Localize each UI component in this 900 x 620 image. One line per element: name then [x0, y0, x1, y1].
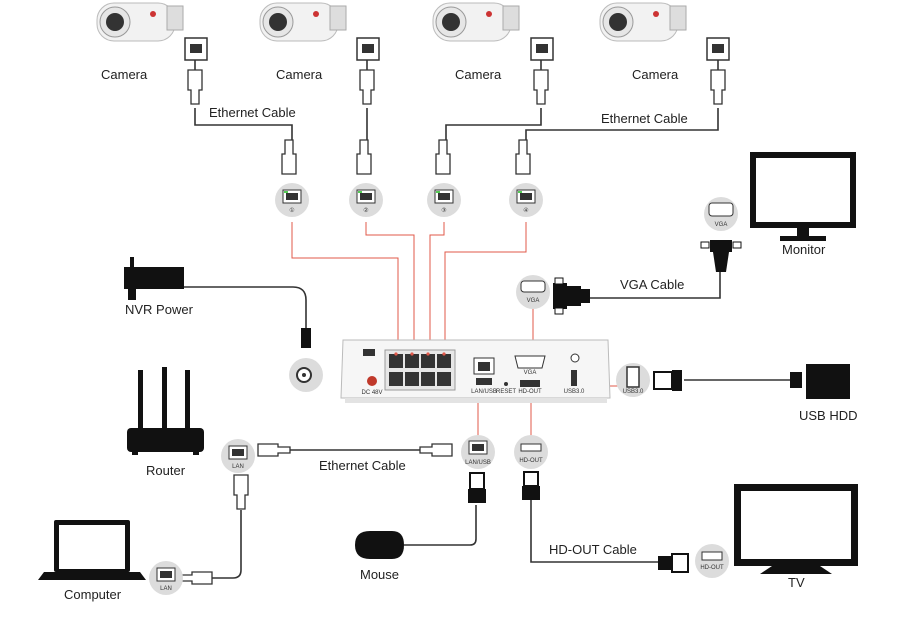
- rj45-plug-icon: [179, 443, 453, 585]
- vga-port-badge: VGA: [516, 275, 550, 309]
- poe-link-2: [365, 222, 415, 345]
- camera4-cable: [525, 60, 719, 140]
- usb-hdd-label: USB HDD: [799, 408, 858, 423]
- camera-1-label: Camera: [101, 67, 148, 82]
- vga-cable: [590, 272, 721, 299]
- poe-port-2: ②: [349, 183, 383, 217]
- svg-text:LAN/USB: LAN/USB: [465, 460, 491, 466]
- camera-icon: [432, 2, 520, 42]
- monitor-label: Monitor: [782, 242, 826, 257]
- svg-text:HD-OUT: HD-OUT: [700, 565, 724, 571]
- dc-port-badge: [289, 358, 323, 392]
- svg-text:VGA: VGA: [524, 370, 537, 376]
- hdmi-plug-icon: [658, 553, 689, 573]
- rj45-socket-icon: [184, 37, 730, 61]
- camera-icon: [96, 2, 184, 42]
- svg-text:VGA: VGA: [527, 298, 540, 304]
- svg-text:LAN/USB: LAN/USB: [471, 389, 497, 395]
- poe-link-4: [444, 222, 527, 345]
- camera-3-label: Camera: [455, 67, 502, 82]
- svg-text:VGA: VGA: [715, 222, 728, 228]
- camera-4-label: Camera: [632, 67, 679, 82]
- tv-label: TV: [788, 575, 805, 590]
- ethernet-cable-label-right: Ethernet Cable: [601, 111, 688, 126]
- usb-port-badge: USB3.0: [616, 363, 650, 397]
- usb-plug-icon: [468, 472, 486, 503]
- laptop-icon: [38, 520, 146, 580]
- svg-text:LAN: LAN: [232, 464, 244, 470]
- hdout-port-badge: HD-OUT: [514, 435, 548, 469]
- vga-plug-icon: [553, 277, 590, 315]
- mouse-cable: [404, 505, 477, 546]
- cables: [183, 60, 790, 579]
- svg-text:③: ③: [441, 207, 446, 214]
- tv-icon: [734, 484, 858, 574]
- camera-icon: [599, 2, 687, 42]
- camera-icon: [259, 2, 347, 42]
- poe-port-3: ③: [427, 183, 461, 217]
- router-label: Router: [146, 463, 186, 478]
- mouse-label: Mouse: [360, 567, 400, 582]
- poe-port-badges: ① ② ③ ④: [275, 183, 543, 217]
- vga-cable-label: VGA Cable: [620, 277, 685, 292]
- hdmi-plug-icon: [522, 471, 540, 500]
- mouse-icon: [355, 531, 404, 559]
- svg-text:②: ②: [363, 207, 368, 214]
- vga-plug-icon: [700, 240, 742, 272]
- lan-port-badge-computer: LAN: [149, 561, 183, 595]
- ethernet-cable-label-lan: Ethernet Cable: [319, 458, 406, 473]
- hard-drive-icon: [806, 364, 850, 399]
- nvr-power-label: NVR Power: [125, 302, 193, 317]
- lan-port-badge-router: LAN: [221, 439, 255, 473]
- poe-links: [291, 222, 620, 438]
- svg-text:HD-OUT: HD-OUT: [518, 389, 542, 395]
- power-cable: [183, 286, 307, 330]
- lan-port-badge-nvr: LAN/USB: [461, 435, 495, 469]
- svg-text:④: ④: [523, 207, 528, 214]
- svg-text:HD-OUT: HD-OUT: [519, 458, 543, 464]
- camera3-cable: [445, 60, 542, 140]
- camera1-cable: [194, 60, 293, 140]
- vga-port-badge-monitor: VGA: [704, 197, 738, 231]
- nvr-device: DC 48V LAN/USB RESET VGA HD-OUT USB3.0: [340, 339, 611, 403]
- camera-2-label: Camera: [276, 67, 323, 82]
- ethernet-cable-label-left: Ethernet Cable: [209, 105, 296, 120]
- monitor-icon: [750, 152, 856, 241]
- router-icon: [127, 367, 204, 455]
- svg-text:①: ①: [289, 207, 294, 214]
- hd-out-cable-label: HD-OUT Cable: [549, 542, 637, 557]
- poe-link-1: [291, 222, 399, 345]
- poe-link-3: [429, 222, 445, 345]
- hdout-cable: [530, 500, 658, 563]
- router-computer-cable: [212, 510, 242, 579]
- power-adapter-icon: [124, 257, 184, 300]
- usb-plug-icon: [653, 370, 802, 391]
- dc-plug-icon: [301, 328, 311, 348]
- svg-text:RESET: RESET: [496, 389, 516, 395]
- poe-port-1: ①: [275, 183, 309, 217]
- hdout-port-badge-tv: HD-OUT: [695, 544, 729, 578]
- svg-text:USB3.0: USB3.0: [623, 389, 644, 395]
- poe-port-4: ④: [509, 183, 543, 217]
- svg-text:LAN: LAN: [160, 586, 172, 592]
- svg-text:DC 48V: DC 48V: [361, 390, 382, 396]
- computer-label: Computer: [64, 587, 122, 602]
- svg-text:USB3.0: USB3.0: [564, 389, 585, 395]
- rj45-plug-icon: [187, 69, 726, 175]
